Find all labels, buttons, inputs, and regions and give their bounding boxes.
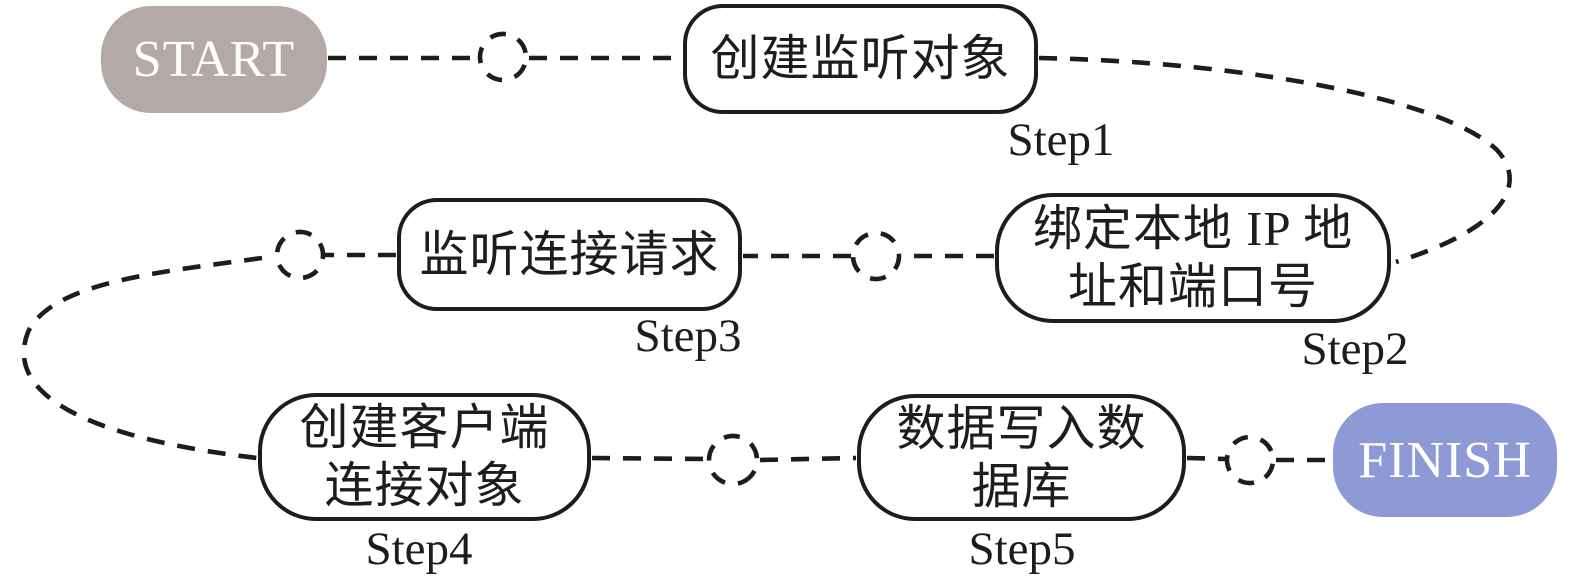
loop-circle-3 bbox=[274, 229, 326, 281]
step2-caption: Step2 bbox=[1301, 323, 1409, 375]
start-label: START bbox=[132, 31, 296, 88]
node-listen-requests-text: 监听连接请求 bbox=[419, 226, 720, 282]
node-bind-ip-port-text-line2: 址和端口号 bbox=[1067, 259, 1318, 314]
loop-circle-4 bbox=[706, 433, 760, 487]
node-create-client-connection-text-line2: 连接对象 bbox=[324, 458, 525, 513]
node-create-listener-text: 创建监听对象 bbox=[710, 31, 1011, 86]
step1-caption: Step1 bbox=[1007, 114, 1115, 166]
node-write-database: 数据写入数 据库 bbox=[857, 394, 1186, 521]
node-listen-requests: 监听连接请求 bbox=[397, 198, 742, 311]
node-create-listener: 创建监听对象 bbox=[683, 4, 1038, 114]
node-write-database-text-line1: 数据写入数 bbox=[896, 400, 1147, 456]
start-node: START bbox=[101, 6, 327, 113]
connector-step5-to-loop5 bbox=[1186, 455, 1226, 462]
node-create-client-connection-text-line1: 创建客户端 bbox=[299, 400, 550, 455]
loop-circle-1 bbox=[477, 31, 529, 83]
finish-node: FINISH bbox=[1333, 403, 1557, 517]
step3-caption: Step3 bbox=[634, 310, 742, 362]
step5-caption: Step5 bbox=[968, 523, 1076, 575]
node-bind-ip-port: 绑定本地 IP 地 址和端口号 bbox=[995, 193, 1391, 323]
node-create-client-connection: 创建客户端 连接对象 bbox=[258, 393, 591, 521]
connector-step1-to-step2-arc bbox=[1038, 55, 1512, 265]
node-bind-ip-port-text-line1: 绑定本地 IP 地 bbox=[1032, 201, 1354, 256]
step4-caption: Step4 bbox=[365, 523, 473, 575]
connector-step4-to-loop4 bbox=[591, 455, 708, 462]
connector-loop3-to-step4-arc bbox=[21, 255, 263, 461]
loop-circle-2 bbox=[850, 230, 902, 282]
finish-label: FINISH bbox=[1358, 431, 1532, 489]
node-write-database-text-line2: 据库 bbox=[971, 458, 1072, 514]
loop-circle-5 bbox=[1224, 434, 1276, 486]
connector-loop4-to-step5 bbox=[759, 455, 857, 463]
